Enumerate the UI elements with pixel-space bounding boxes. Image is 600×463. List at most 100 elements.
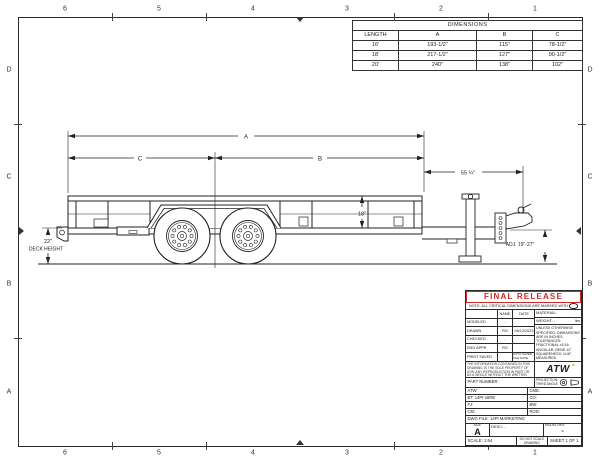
zone-label-top: 2	[439, 5, 443, 13]
dimension-lines	[42, 131, 552, 268]
zone-label-bottom: 2	[439, 449, 443, 457]
dimensions-table: DIMENSIONS LENGTH A B C 16' 193-1/2" 115…	[351, 20, 584, 71]
approval-row-name: -	[498, 335, 513, 344]
zone-tick	[14, 338, 22, 339]
center-mark-icon	[19, 227, 24, 235]
approval-row-date: 06/12/2023	[513, 327, 534, 336]
zone-label-right: D	[587, 66, 593, 74]
approval-table: NAME DATE MODELED - DRAWN RG 06/12/2023 …	[466, 310, 535, 361]
critical-dimension-marker-icon	[569, 303, 579, 309]
scale-label: SCALE: 1:64	[466, 437, 518, 446]
note-text: NOTE: ALL CRITICAL DIMENSIONS ARE MARKED…	[468, 303, 569, 308]
zone-label-right: C	[587, 173, 593, 181]
part-field: ROD:	[529, 409, 540, 414]
zone-label-left: C	[6, 173, 12, 181]
part-field: BT: 14PI-16RE	[466, 395, 528, 401]
dwg-file: DWG FILE: 14PI MARKETING	[466, 416, 581, 424]
trailer-body	[56, 195, 497, 244]
projection-section: PROJECTION: THIRD ANGLE	[535, 378, 581, 387]
approval-header: NAME	[498, 310, 513, 319]
zone-tick	[578, 338, 586, 339]
approval-row-label: ENG APPR	[466, 344, 498, 353]
dim-label-a: A	[244, 135, 248, 141]
approval-row-name: -	[498, 318, 513, 327]
model-rev-label: MODEL REV:	[545, 424, 566, 427]
size-box: SIZE A	[466, 424, 490, 436]
zone-label-left: A	[6, 388, 12, 396]
zone-label-right: B	[587, 280, 593, 288]
approval-row-name: RG	[498, 327, 513, 336]
material-section: MATERIAL: WEIGHT: - lbs UNLESS OTHERWISE…	[535, 310, 581, 361]
center-mark-icon	[576, 227, 581, 235]
projection-label: PROJECTION: THIRD ANGLE	[536, 378, 559, 386]
weight-label: WEIGHT: -	[536, 317, 556, 323]
approval-row-label: CHECKED	[466, 335, 498, 344]
approval-row-date	[513, 319, 534, 327]
zone-label-bottom: 1	[533, 449, 537, 457]
zone-tick	[206, 13, 207, 21]
zone-tick	[394, 13, 395, 21]
tolerance-note: UNLESS OTHERWISE SPECIFIED: DIMENSIONS A…	[536, 326, 580, 361]
desc-value: -	[504, 424, 506, 429]
zone-tick	[112, 13, 113, 21]
part-field: BW:	[529, 402, 538, 407]
zone-label-top: 6	[63, 5, 67, 13]
approval-row-date: AUTO SAVED FILE DATE	[513, 352, 533, 360]
zone-label-bottom: 3	[345, 449, 349, 457]
zone-label-bottom: 5	[157, 449, 161, 457]
part-field: CO:	[529, 395, 537, 400]
size-label: SIZE	[473, 424, 482, 427]
zone-label-left: D	[6, 66, 12, 74]
zone-tick	[206, 442, 207, 450]
critical-dimension-note: NOTE: ALL CRITICAL DIMENSIONS ARE MARKED…	[466, 303, 581, 310]
approval-header	[466, 310, 498, 319]
approval-row-name	[498, 352, 513, 361]
final-release-text: FINAL RELEASE	[466, 290, 581, 303]
dim-label-55: 55 ¼"	[461, 171, 475, 177]
model-rev-value: -	[561, 427, 564, 435]
material-label: MATERIAL:	[535, 310, 581, 318]
approval-row-name: RG	[498, 344, 513, 353]
part-field: CME:	[529, 388, 540, 393]
atw-logo: ATW ✶	[535, 362, 581, 377]
size-value: A	[474, 426, 481, 436]
zone-label-bottom: 4	[251, 449, 255, 457]
dim-label-22: 22"	[44, 239, 52, 245]
approval-row-date	[513, 344, 534, 353]
zone-tick	[14, 124, 22, 125]
desc-label: DESC:	[491, 424, 504, 429]
final-release-stamp: FINAL RELEASE	[466, 290, 581, 303]
approval-header: DATE	[513, 310, 534, 319]
title-block: FINAL RELEASE NOTE: ALL CRITICAL DIMENSI…	[465, 290, 582, 447]
approval-row-label: MODELED	[466, 318, 498, 327]
deck-height-label: DECK HEIGHT	[29, 247, 63, 253]
adj-height-label: ADJ. 19"-27"	[506, 242, 535, 248]
dim-label-18: 18"	[358, 212, 366, 218]
dim-cell: 102"	[531, 60, 584, 71]
atw-logo-text: ATW	[546, 363, 570, 375]
zone-label-left: B	[6, 280, 12, 288]
desc-box: DESC: -	[490, 424, 544, 436]
model-rev-box: MODEL REV: -	[544, 424, 581, 436]
weight-unit: lbs	[574, 317, 580, 323]
center-mark-icon	[296, 17, 304, 22]
zone-tick	[578, 124, 586, 125]
zone-label-bottom: 6	[63, 449, 67, 457]
do-not-scale-note: DO NOT SCALE DRAWING	[517, 437, 548, 446]
part-field: CM:	[466, 409, 528, 415]
jack	[458, 193, 482, 263]
approval-row-date	[513, 336, 534, 344]
zone-label-top: 5	[157, 5, 161, 13]
sheet-number: SHEET 1 OF 1	[550, 438, 579, 444]
dim-label-b: B	[318, 157, 322, 163]
zone-tick	[394, 442, 395, 450]
logo-star-icon: ✶	[570, 363, 576, 369]
approval-row-label: PRINT SAVED	[466, 352, 498, 361]
part-field: FJ:	[466, 402, 528, 408]
third-angle-projection-icon	[559, 378, 579, 387]
approval-row-label: DRAWN	[466, 327, 498, 336]
zone-label-right: A	[587, 388, 593, 396]
zone-label-top: 4	[251, 5, 255, 13]
